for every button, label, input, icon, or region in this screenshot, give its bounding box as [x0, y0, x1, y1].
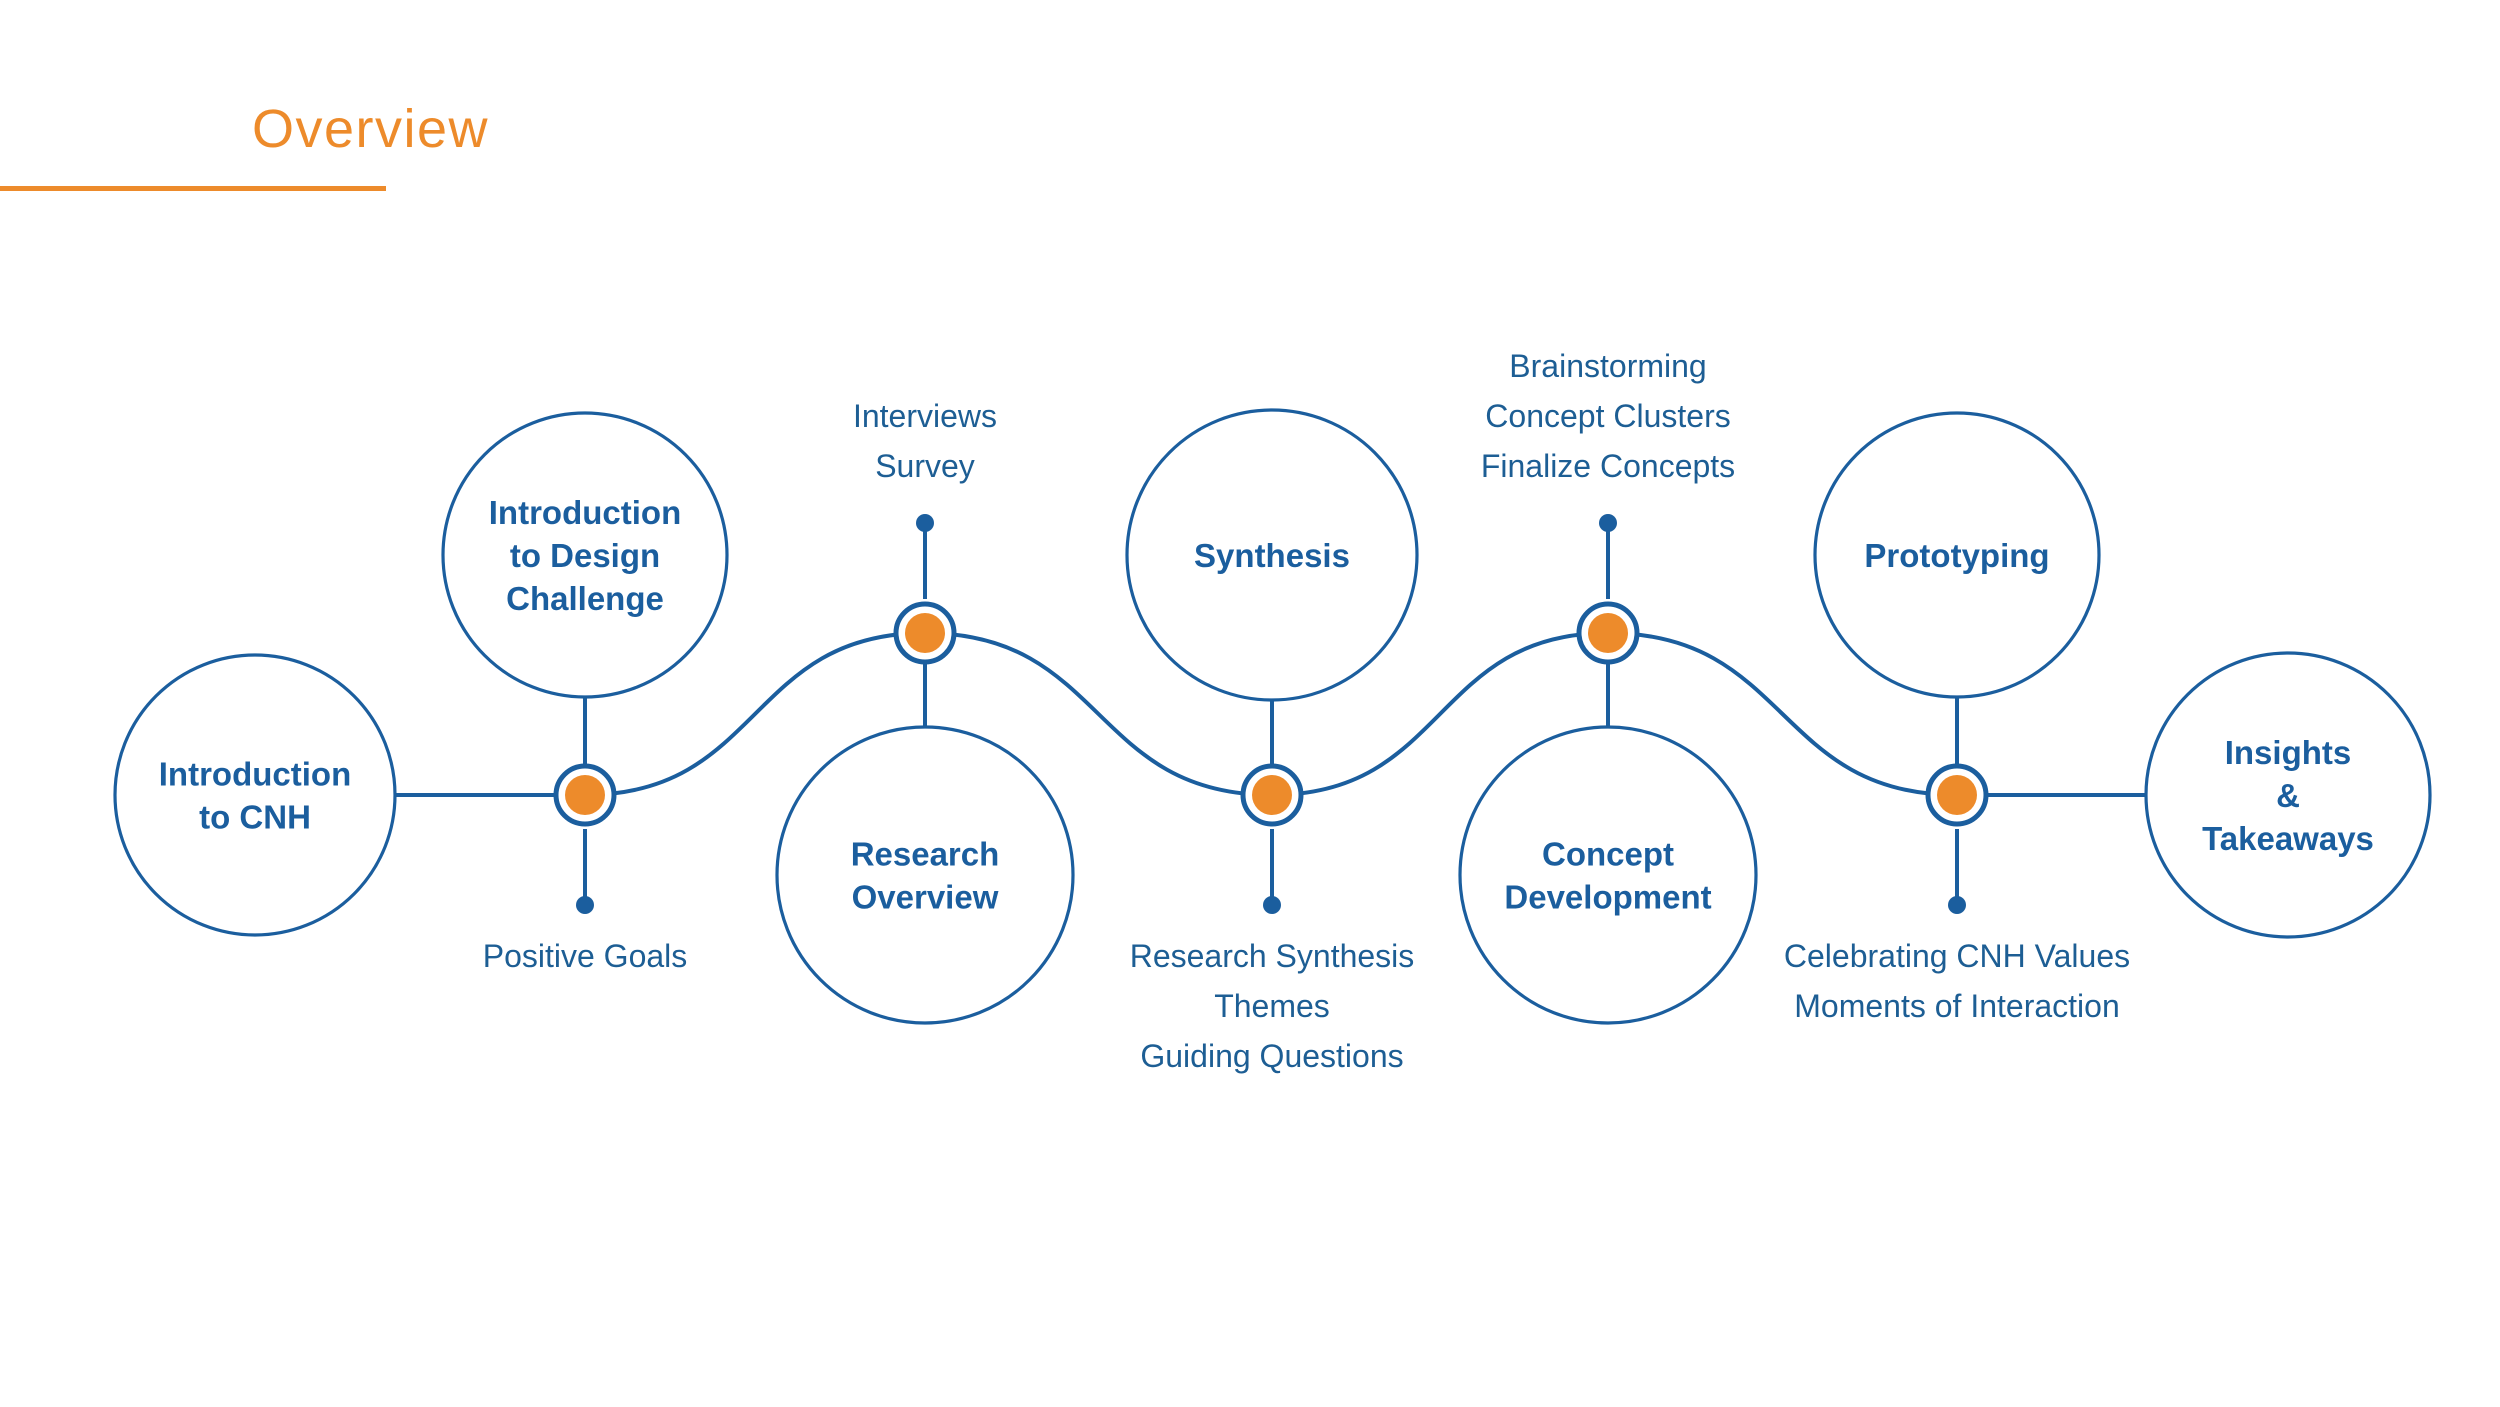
side-label-line: Celebrating CNH Values: [1784, 938, 2130, 974]
page-title: Overview: [252, 99, 490, 159]
side-label-line: Concept Clusters: [1485, 398, 1730, 434]
marker-tail-marker-1: [576, 829, 594, 914]
stage-circle-outline: [113, 653, 397, 937]
stage-insights-takeaways[interactable]: Insights & Takeaways: [2144, 651, 2432, 939]
stage-synthesis[interactable]: Synthesis: [1125, 408, 1419, 702]
marker-core-dot: [1937, 775, 1977, 815]
stage-label-line: Insights: [2225, 734, 2352, 771]
stage-label-line: Research: [851, 836, 1000, 873]
marker-core-dot: [565, 775, 605, 815]
side-label-line: Research Synthesis: [1130, 938, 1415, 974]
stage-label-line: Introduction: [159, 756, 351, 793]
stage-circle-outline: [2144, 651, 2432, 939]
stage-label-line: &: [2276, 777, 2300, 814]
stage-label-insights-takeaways: Insights & Takeaways: [2202, 734, 2374, 857]
stage-circle-outline: [1813, 411, 2101, 699]
marker-tail-marker-3: [1263, 829, 1281, 914]
stage-label-prototyping: Prototyping: [1864, 537, 2049, 574]
stage-label-line: to CNH: [199, 799, 311, 836]
marker-core-dot: [1252, 775, 1292, 815]
marker-tail-marker-2: [916, 514, 934, 599]
slide-header: Overview: [0, 0, 2500, 210]
stage-label-line: Prototyping: [1864, 537, 2049, 574]
side-label-line: Themes: [1214, 988, 1330, 1024]
side-label-line: Interviews: [853, 398, 997, 434]
stage-prototyping[interactable]: Prototyping: [1813, 411, 2101, 699]
marker-tail-marker-5: [1948, 829, 1966, 914]
timeline-marker-3[interactable]: [1240, 763, 1304, 827]
timeline-marker-2[interactable]: [893, 601, 957, 665]
side-label-marker-1: Positive Goals: [483, 938, 688, 974]
tail-tip-dot: [1263, 896, 1281, 914]
timeline-marker-4[interactable]: [1576, 601, 1640, 665]
stage-label-line: Introduction: [489, 494, 681, 531]
side-label-line: Moments of Interaction: [1794, 988, 2119, 1024]
stage-circle-outline: [1125, 408, 1419, 702]
stage-label-intro-cnh: Introduction to CNH: [159, 756, 351, 836]
title-underline-rule: [0, 186, 386, 191]
stage-label-line: Takeaways: [2202, 820, 2374, 857]
side-label-line: Survey: [875, 448, 975, 484]
stage-label-line: to Design: [510, 537, 660, 574]
side-label-line: Brainstorming: [1509, 348, 1706, 384]
tail-tip-dot: [1948, 896, 1966, 914]
stage-circle-outline: [1458, 725, 1758, 1025]
stage-label-line: Overview: [852, 879, 999, 916]
marker-core-dot: [1588, 613, 1628, 653]
timeline-marker-layer: [553, 601, 1989, 827]
stage-label-line: Synthesis: [1194, 537, 1350, 574]
stage-intro-cnh[interactable]: Introduction to CNH: [113, 653, 397, 937]
timeline-marker-1[interactable]: [553, 763, 617, 827]
tail-tip-dot: [916, 514, 934, 532]
stage-circle-outline: [441, 411, 729, 699]
marker-core-dot: [905, 613, 945, 653]
stage-label-line: Development: [1504, 879, 1711, 916]
side-label-line: Positive Goals: [483, 938, 688, 974]
tail-tip-dot: [1599, 514, 1617, 532]
stage-label-synthesis: Synthesis: [1194, 537, 1350, 574]
side-label-line: Guiding Questions: [1140, 1038, 1403, 1074]
stage-label-line: Concept: [1542, 836, 1674, 873]
stage-label-line: Challenge: [506, 580, 664, 617]
marker-tail-marker-4: [1599, 514, 1617, 599]
timeline-marker-5[interactable]: [1925, 763, 1989, 827]
side-label-line: Finalize Concepts: [1481, 448, 1735, 484]
stage-circle-outline: [775, 725, 1075, 1025]
tail-tip-dot: [576, 896, 594, 914]
